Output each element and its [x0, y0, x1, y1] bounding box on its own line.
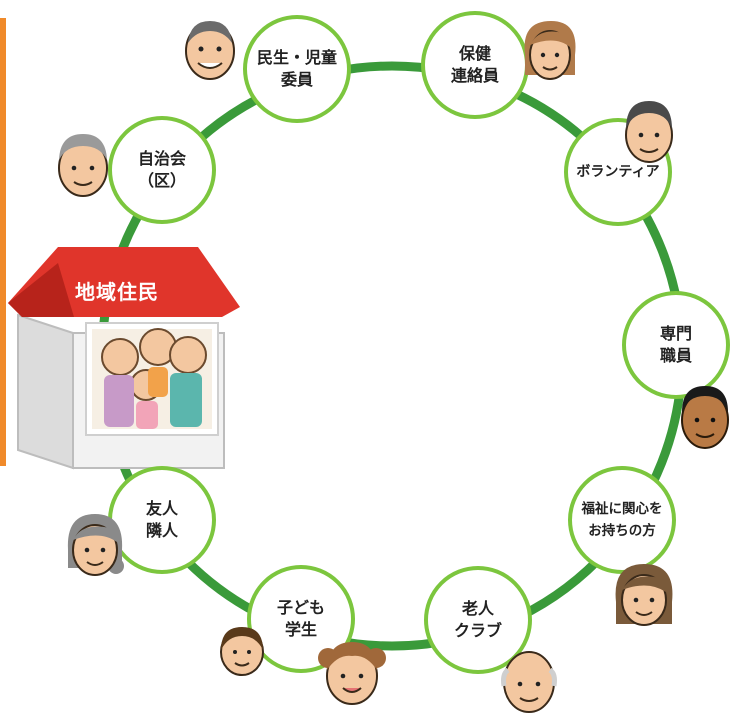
node-label: ボランティア [576, 164, 660, 180]
elderly-man-glasses-face-icon [58, 134, 108, 197]
node-hoken-renrakuin: 保健 連絡員 [421, 11, 529, 119]
elderly-bald-man-face-icon [501, 651, 557, 713]
man-face-icon [625, 101, 673, 163]
house-title: 地域住民 [75, 280, 159, 304]
node-label: 保健 連絡員 [450, 44, 499, 85]
node-label: 老人 クラブ [453, 599, 502, 640]
node-label: 福祉に関心を お持ちの方 [581, 501, 663, 539]
woman-face-icon [524, 21, 576, 80]
node-roujin-club: 老人 クラブ [424, 566, 532, 674]
node-label: 友人 隣人 [145, 499, 178, 540]
node-fukushi-kanshin: 福祉に関心を お持ちの方 [568, 466, 676, 574]
elderly-woman-face-icon [615, 564, 673, 626]
node-label: 専門 職員 [659, 324, 692, 365]
house-illustration [8, 247, 240, 470]
staff-face-icon [681, 386, 729, 449]
elderly-man-face-icon [185, 21, 235, 80]
node-label: 民生・児童 委員 [256, 48, 337, 89]
girl-face-icon [318, 642, 386, 705]
node-label: 子ども 学生 [276, 598, 325, 639]
node-minsei-jido-iin: 民生・児童 委員 [243, 15, 351, 123]
boy-face-icon [220, 627, 264, 676]
node-senmon-shokuin: 専門 職員 [622, 291, 730, 399]
node-kodomo-gakusei: 子ども 学生 [247, 565, 355, 673]
older-woman-face-icon [67, 514, 124, 576]
node-jichikai: 自治会 （区） [108, 116, 216, 224]
accent-bar [0, 18, 6, 466]
node-label: 自治会 （区） [137, 149, 186, 190]
